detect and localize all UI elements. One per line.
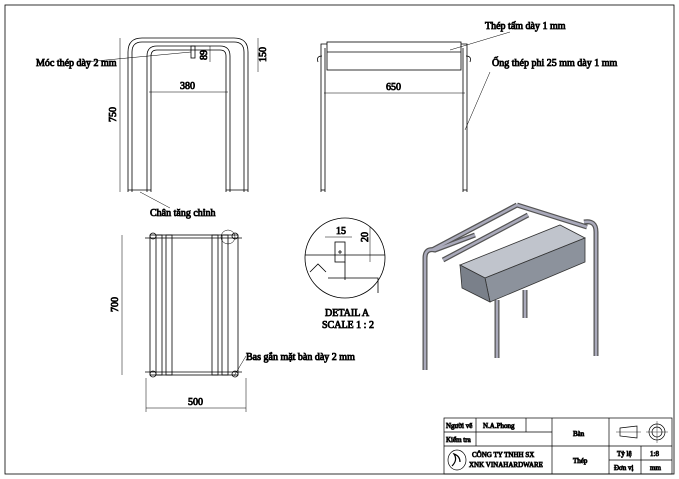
top-view	[121, 229, 247, 412]
drawn-by-label: Người vẽ	[446, 422, 472, 430]
front-view	[84, 37, 259, 209]
dim-hook-height: 89	[199, 50, 210, 60]
label-hook: Móc thép dày 2 mm	[36, 58, 117, 69]
unit-label: Đơn vị	[614, 464, 634, 472]
dim-plate-height: 150	[258, 47, 269, 62]
side-view	[317, 31, 511, 192]
company-line2: XNK VINAHARDWARE	[469, 461, 543, 469]
unit-value: mm	[650, 464, 661, 472]
checked-label: Kiểm tra	[446, 436, 472, 444]
title-block	[443, 417, 673, 475]
label-sheet: Thép tấm dày 1 mm	[485, 21, 566, 32]
drawing-frame	[4, 4, 675, 475]
company-line1: CÔNG TY TNHH SX	[472, 451, 534, 459]
detail-title: DETAIL A	[325, 308, 370, 319]
detail-scale: SCALE 1 : 2	[322, 320, 374, 331]
dim-inner-width: 380	[180, 81, 195, 92]
dim-detail-w: 15	[336, 226, 346, 237]
drawn-by: N.A.Phong	[483, 422, 515, 430]
scale-value: 1:8	[650, 450, 659, 458]
detail-a-view	[304, 217, 386, 299]
dim-length: 650	[386, 82, 401, 93]
label-foot: Chân tăng chỉnh	[150, 208, 216, 219]
label-tube: Ống thép phi 25 mm dày 1 mm	[492, 56, 617, 69]
dim-detail-h: 20	[360, 232, 371, 242]
dim-width: 500	[188, 397, 203, 408]
company-logo-icon	[447, 449, 467, 471]
dim-height: 750	[108, 107, 119, 122]
part-name: Bàn	[573, 430, 585, 438]
dim-depth: 700	[110, 297, 121, 312]
isometric-view	[422, 202, 599, 370]
label-base: Bas gắn mặt bàn dày 2 mm	[246, 352, 355, 363]
scale-label: Tỷ lệ	[617, 450, 632, 458]
material: Thép	[573, 457, 588, 465]
